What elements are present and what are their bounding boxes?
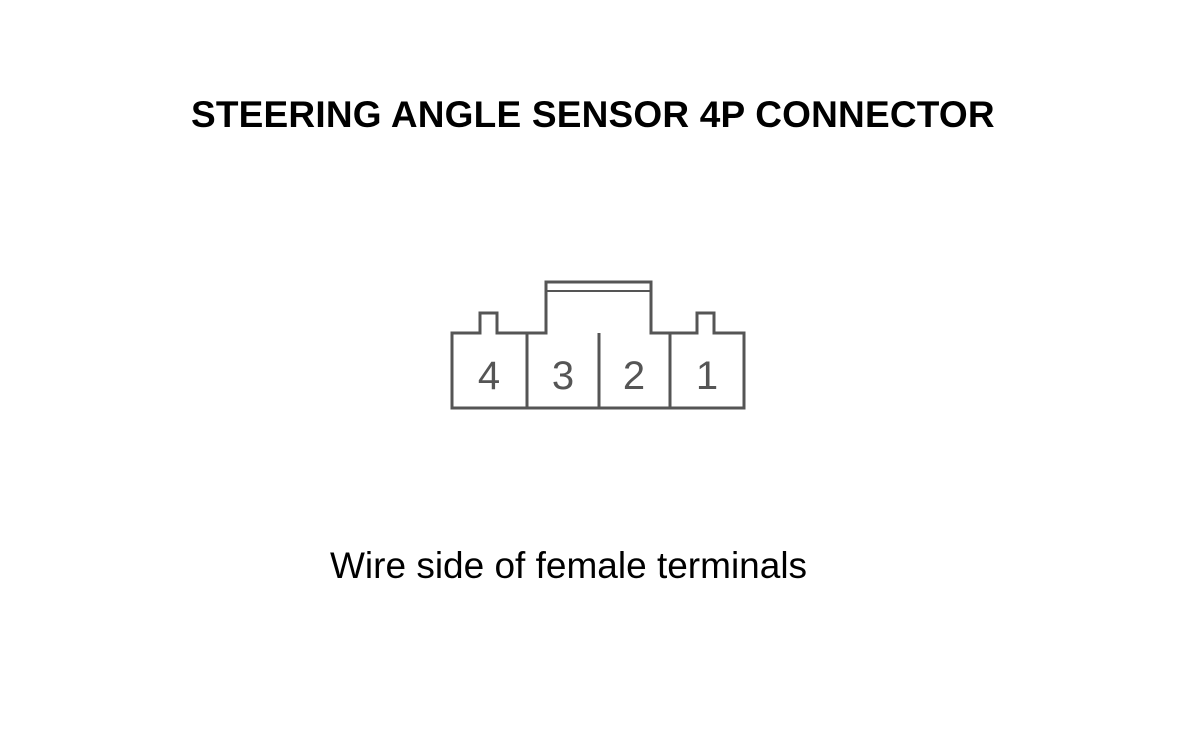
pin-label-3: 3 xyxy=(552,354,574,398)
pin-label-1: 1 xyxy=(696,354,718,398)
diagram-caption: Wire side of female terminals xyxy=(330,545,808,586)
pin-label-2: 2 xyxy=(623,354,645,398)
pin-label-4: 4 xyxy=(478,354,500,398)
connector-housing-outline xyxy=(450,280,746,410)
diagram-title: STEERING ANGLE SENSOR 4P CONNECTOR xyxy=(191,94,995,135)
